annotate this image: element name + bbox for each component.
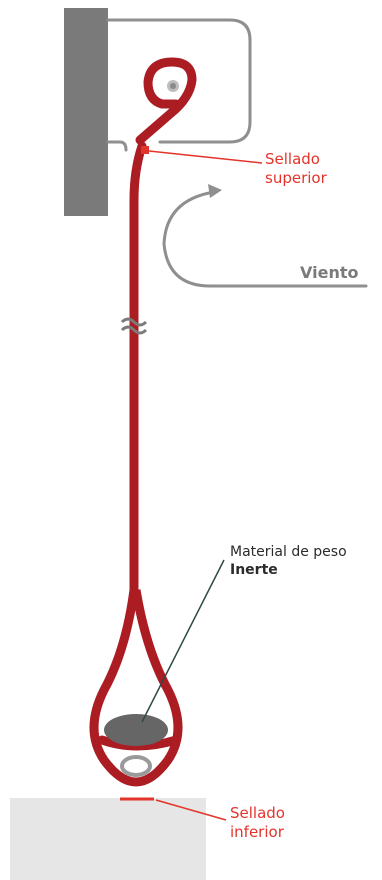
bottom-seal-label-line1: Sellado — [230, 804, 285, 822]
seal-curl-pin-center — [170, 83, 176, 89]
bottom-seal-leader — [155, 799, 227, 821]
floor-block — [10, 798, 206, 880]
wind-arrow-line — [162, 190, 368, 288]
seal-top-curl — [135, 57, 197, 145]
weight-label-line2: Inerte — [230, 562, 278, 578]
seal-teardrop-loop — [89, 589, 183, 787]
top-seal-leader — [148, 150, 263, 164]
wind-arrowhead-icon — [208, 184, 222, 198]
weight-leader — [141, 559, 225, 723]
wind-label: Viento — [300, 263, 358, 282]
top-seal-marker — [141, 146, 149, 154]
top-seal-label-line2: superior — [265, 169, 328, 187]
strip-break-symbol-bottom — [120, 325, 148, 335]
weight-label-line1: Material de peso — [230, 544, 347, 560]
top-seal-label-line1: Sellado — [265, 150, 320, 168]
bottom-seal-label-line2: inferior — [230, 823, 285, 841]
bottom-ring — [120, 755, 152, 777]
housing-outline — [106, 18, 252, 152]
strip-break-symbol-top — [120, 317, 148, 327]
seal-vertical-strip — [129, 141, 147, 605]
inert-weight — [104, 714, 168, 746]
door-frame-wall — [64, 8, 108, 216]
